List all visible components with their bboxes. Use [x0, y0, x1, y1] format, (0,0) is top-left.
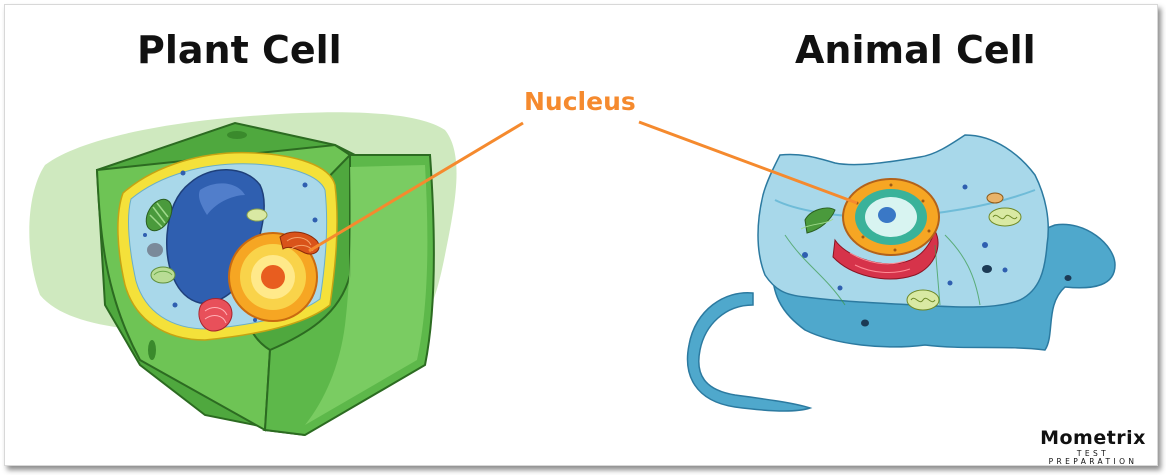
chloroplast	[145, 198, 173, 232]
plant-cell-title: Plant Cell	[137, 28, 342, 72]
animal-cell-tail	[686, 292, 813, 412]
nucleus-callout-lines	[308, 120, 858, 253]
mitochondrion	[246, 208, 268, 222]
mitochondrion	[906, 289, 940, 311]
plant-cell	[29, 112, 457, 437]
mometrix-logo: Mometrix TEST PREPARATION	[1031, 429, 1155, 465]
organelle	[147, 243, 163, 257]
cell-diagram	[29, 112, 1116, 437]
centriole	[986, 192, 1004, 204]
logo-tagline: TEST PREPARATION	[1048, 449, 1138, 466]
plant-nucleus-pointer	[308, 121, 524, 253]
ribosomes	[143, 170, 318, 322]
animal-cell-title: Animal Cell	[795, 28, 1036, 72]
plant-cell-wall-side-face	[305, 165, 428, 425]
nucleus-label: Nucleus	[524, 87, 636, 116]
animal-nucleus-pointer	[638, 120, 858, 205]
plant-nucleus	[228, 231, 320, 322]
diagram-frame: Plant Cell Animal Cell Nucleus Mometrix …	[4, 4, 1158, 466]
golgi-apparatus	[198, 298, 233, 332]
animal-nucleus	[842, 178, 940, 256]
chloroplast	[150, 266, 176, 284]
plasmodesma	[148, 340, 156, 360]
golgi-apparatus	[800, 207, 836, 234]
animal-cell	[686, 134, 1116, 412]
mitochondrion	[988, 207, 1022, 227]
ribosomes	[802, 184, 1008, 291]
logo-name: Mometrix	[1040, 427, 1146, 449]
plasmodesma	[227, 131, 247, 139]
membrane-spots	[861, 265, 1072, 327]
vacuole-highlight	[198, 183, 245, 215]
cytoskeleton	[784, 234, 981, 306]
